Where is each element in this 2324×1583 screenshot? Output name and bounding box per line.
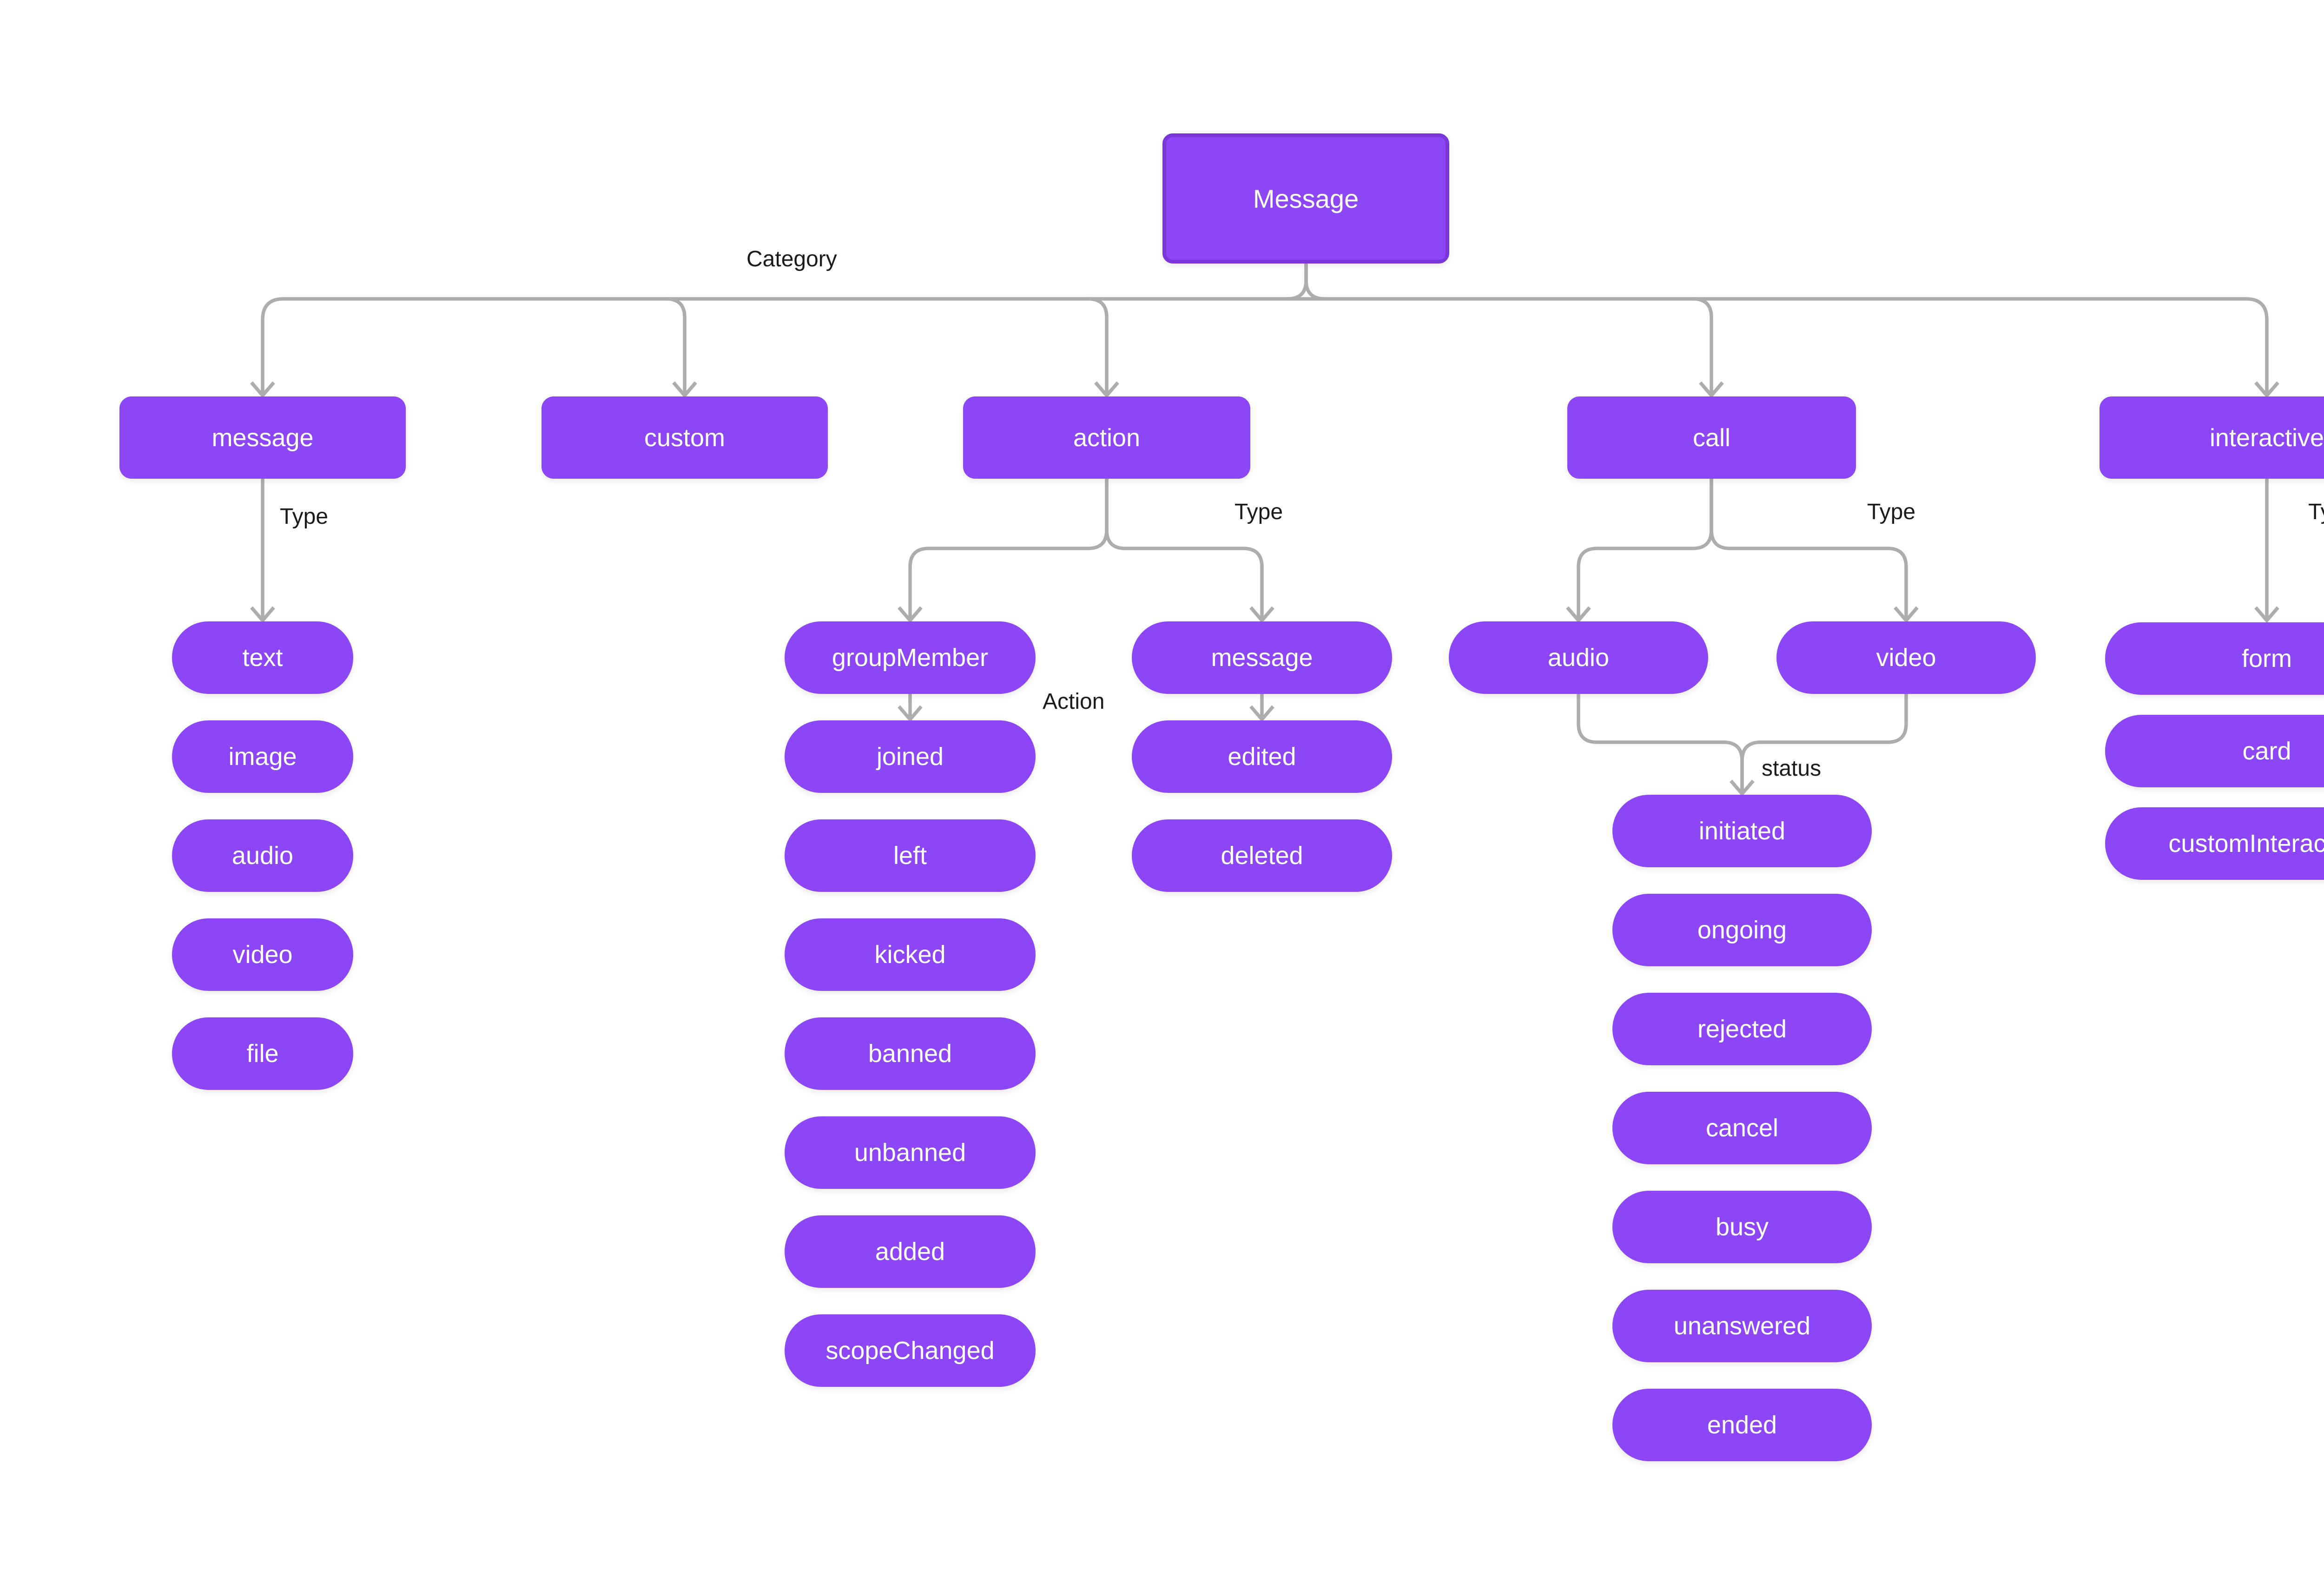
node-category-call: call	[1567, 396, 1856, 479]
node-message-action-edited: edited	[1132, 720, 1392, 793]
node-group-member-action-added: added	[785, 1215, 1036, 1288]
node-group-member-action-unbanned: unbanned	[785, 1116, 1036, 1189]
edge-label-type-interactive: Type	[2308, 500, 2324, 524]
node-call-status-initiated: initiated	[1612, 795, 1872, 867]
node-message-root: Message	[1162, 133, 1449, 264]
edge-label-status: status	[1762, 756, 1822, 781]
node-action-type-group-member: groupMember	[785, 621, 1036, 694]
node-group-member-action-scope-changed: scopeChanged	[785, 1314, 1036, 1387]
node-interactive-type-form: form	[2105, 622, 2324, 695]
node-category-custom: custom	[541, 396, 828, 479]
connector-paths	[261, 264, 2269, 791]
edge-label-type-call: Type	[1867, 500, 1916, 524]
node-call-status-ended: ended	[1612, 1389, 1872, 1461]
node-category-message: message	[119, 396, 406, 479]
node-call-status-busy: busy	[1612, 1191, 1872, 1263]
node-interactive-type-custom-interactive: customInteractive	[2105, 807, 2324, 880]
node-message-type-image: image	[172, 720, 353, 793]
arrowheads	[250, 381, 2279, 797]
node-call-status-cancel: cancel	[1612, 1092, 1872, 1164]
node-interactive-type-card: card	[2105, 715, 2324, 787]
node-message-type-audio: audio	[172, 819, 353, 892]
edge-label-action: Action	[1043, 689, 1105, 714]
node-call-type-audio: audio	[1449, 621, 1708, 694]
node-call-type-video: video	[1776, 621, 2036, 694]
node-call-status-ongoing: ongoing	[1612, 894, 1872, 966]
node-group-member-action-joined: joined	[785, 720, 1036, 793]
node-category-interactive: interactive	[2100, 396, 2324, 479]
node-category-action: action	[963, 396, 1250, 479]
node-call-status-unanswered: unanswered	[1612, 1290, 1872, 1362]
node-message-type-file: file	[172, 1017, 353, 1090]
edge-label-type-action: Type	[1235, 500, 1283, 524]
edge-label-category: Category	[746, 247, 837, 271]
node-group-member-action-left: left	[785, 819, 1036, 892]
node-group-member-action-kicked: kicked	[785, 918, 1036, 991]
node-message-action-deleted: deleted	[1132, 819, 1392, 892]
edge-label-type-message: Type	[280, 504, 329, 529]
node-message-type-video: video	[172, 918, 353, 991]
node-call-status-rejected: rejected	[1612, 993, 1872, 1065]
node-group-member-action-banned: banned	[785, 1017, 1036, 1090]
node-action-type-message: message	[1132, 621, 1392, 694]
node-message-type-text: text	[172, 621, 353, 694]
